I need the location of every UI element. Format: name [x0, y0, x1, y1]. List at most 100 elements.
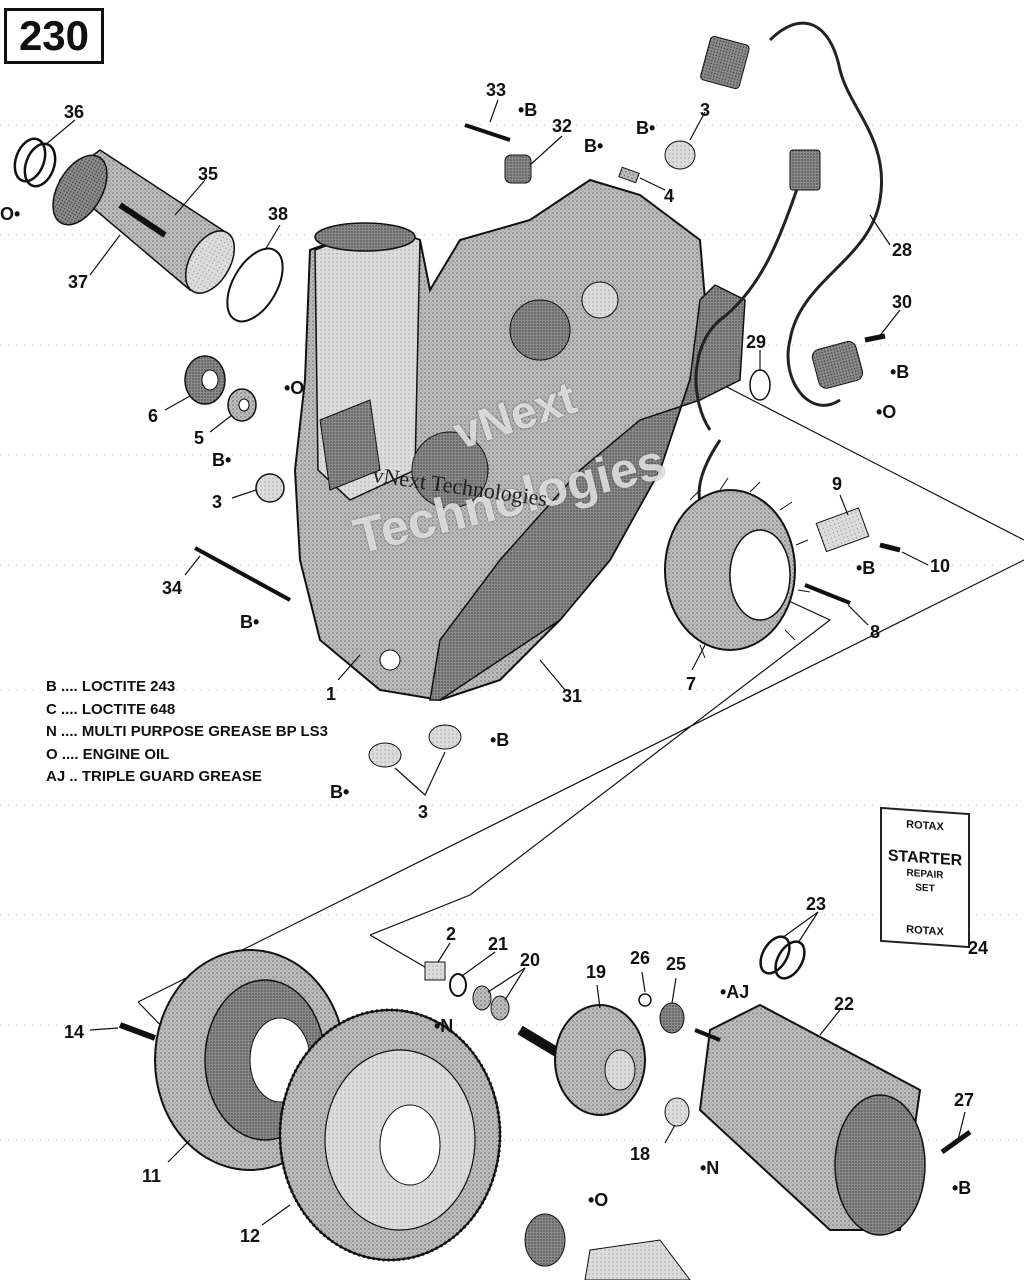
- callout-3-bottom: 3: [418, 802, 429, 822]
- lubricant-tag-3-right: •B: [490, 730, 510, 750]
- lubricant-tag-10: •B: [856, 558, 876, 578]
- callout-4: 4: [664, 186, 675, 206]
- callout-12: 12: [240, 1226, 261, 1246]
- lubricant-tag-3-bottom: B•: [330, 782, 350, 802]
- lubricant-tag-12: •O: [588, 1190, 609, 1210]
- lubricant-legend: B .... LOCTITE 243 C .... LOCTITE 648 N …: [46, 676, 328, 789]
- callout-6: 6: [148, 406, 159, 426]
- part-21-washer: [449, 973, 467, 997]
- callout-23: 23: [806, 894, 827, 914]
- callout-9: 9: [832, 474, 843, 494]
- part-20-washer-a: [472, 985, 492, 1011]
- lubricant-tag-3-left: B•: [212, 450, 232, 470]
- part-35-pipe: [52, 149, 236, 294]
- part-29-o-ring: [749, 369, 771, 401]
- legend-item-c: C .... LOCTITE 648: [46, 700, 176, 718]
- lubricant-tag-2: •N: [434, 1016, 454, 1036]
- lubricant-tag-30: •B: [890, 362, 910, 382]
- part-14-bolt: [118, 1022, 157, 1041]
- part-26-clip: [638, 993, 652, 1007]
- part-32-bushing: [504, 154, 532, 184]
- part-27-bolt: [940, 1129, 972, 1155]
- callout-22: 22: [834, 994, 855, 1014]
- part-28-connector-top: [700, 35, 750, 89]
- callout-30: 30: [892, 292, 913, 312]
- part-6-seal: [184, 355, 226, 405]
- part-3-plug-bottom-right: [428, 724, 462, 750]
- lubricant-tag-aj: •AJ: [720, 982, 750, 1002]
- callout-8: 8: [870, 622, 881, 642]
- callout-5: 5: [194, 428, 205, 448]
- lubricant-tag-4: B•: [584, 136, 604, 156]
- part-10-screw: [879, 542, 901, 553]
- callout-3-left: 3: [212, 492, 223, 512]
- part-19-gear: [517, 1004, 646, 1116]
- part-3-plug-bottom-left: [368, 742, 402, 768]
- callout-28: 28: [892, 240, 913, 260]
- part-1-crankcase: [293, 178, 707, 702]
- callout-1: 1: [326, 684, 337, 704]
- part-25-pinion: [659, 1002, 685, 1034]
- callout-14: 14: [64, 1022, 85, 1042]
- lubricant-tag-34: B•: [240, 612, 260, 632]
- callout-33: 33: [486, 80, 507, 100]
- callout-38: 38: [268, 204, 289, 224]
- callout-18: 18: [630, 1144, 651, 1164]
- part-34-bolt: [194, 546, 291, 602]
- lubricant-tag-33: •B: [518, 100, 538, 120]
- lubricant-tag-3-top: B•: [636, 118, 656, 138]
- part-4-pin: [618, 166, 640, 184]
- part-22-starter-motor: [694, 1003, 926, 1236]
- callout-7: 7: [686, 674, 697, 694]
- part-3-plug-left: [255, 473, 285, 503]
- callout-34: 34: [162, 578, 183, 598]
- legend-item-o: O .... ENGINE OIL: [46, 745, 170, 763]
- part-38-ring: [226, 247, 284, 323]
- callout-24: 24: [968, 938, 989, 958]
- part-7-stator: [664, 477, 811, 659]
- callout-2: 2: [446, 924, 457, 944]
- legend-item-b: B .... LOCTITE 243: [46, 678, 176, 695]
- callout-32: 32: [552, 116, 573, 136]
- part-20-washer-b: [490, 995, 510, 1021]
- part-28-wire-harness: [694, 21, 883, 522]
- part-30-sensor: [811, 333, 886, 389]
- rotax-logo-bottom: ROTAX: [906, 923, 944, 939]
- page-number: 230: [4, 8, 104, 64]
- part-18-bearing: [664, 1097, 690, 1127]
- part-8-screw: [804, 583, 851, 605]
- lubricant-tag-5: •O: [284, 378, 305, 398]
- part-5-washer: [227, 388, 257, 422]
- callout-3-top: 3: [700, 100, 711, 120]
- part-23-o-rings: [759, 935, 806, 980]
- part-2-bearing: [424, 961, 446, 981]
- lubricant-tag-18: •N: [700, 1158, 720, 1178]
- lubricant-tag-36: O•: [0, 204, 21, 224]
- part-28-connector-mid: [789, 149, 821, 191]
- callout-27: 27: [954, 1090, 975, 1110]
- callout-10: 10: [930, 556, 951, 576]
- callout-25: 25: [666, 954, 687, 974]
- legend-item-aj: AJ .. TRIPLE GUARD GREASE: [46, 768, 262, 785]
- part-31-gasket: [429, 284, 746, 701]
- part-12-ring-gear: [278, 1008, 502, 1262]
- part-spring-bottom: [584, 1239, 691, 1281]
- lubricant-tag-28: •O: [876, 402, 897, 422]
- lubricant-tag-27: •B: [952, 1178, 972, 1198]
- leader-lines: [44, 99, 971, 1226]
- part-9-clamp: [815, 507, 870, 553]
- callout-29: 29: [746, 332, 767, 352]
- rotax-logo-top: ROTAX: [906, 818, 944, 834]
- starter-repair-set-card: ROTAX STARTER REPAIR SET ROTAX: [880, 806, 970, 949]
- part-seal-bottom: [524, 1213, 566, 1267]
- callout-21: 21: [488, 934, 509, 954]
- part-3-plug-top: [664, 140, 696, 170]
- part-33-bolt: [464, 123, 511, 142]
- callout-19: 19: [586, 962, 607, 982]
- legend-item-n: N .... MULTI PURPOSE GREASE BP LS3: [46, 723, 328, 740]
- callout-20: 20: [520, 950, 541, 970]
- callout-31: 31: [562, 686, 583, 706]
- callout-35: 35: [198, 164, 219, 184]
